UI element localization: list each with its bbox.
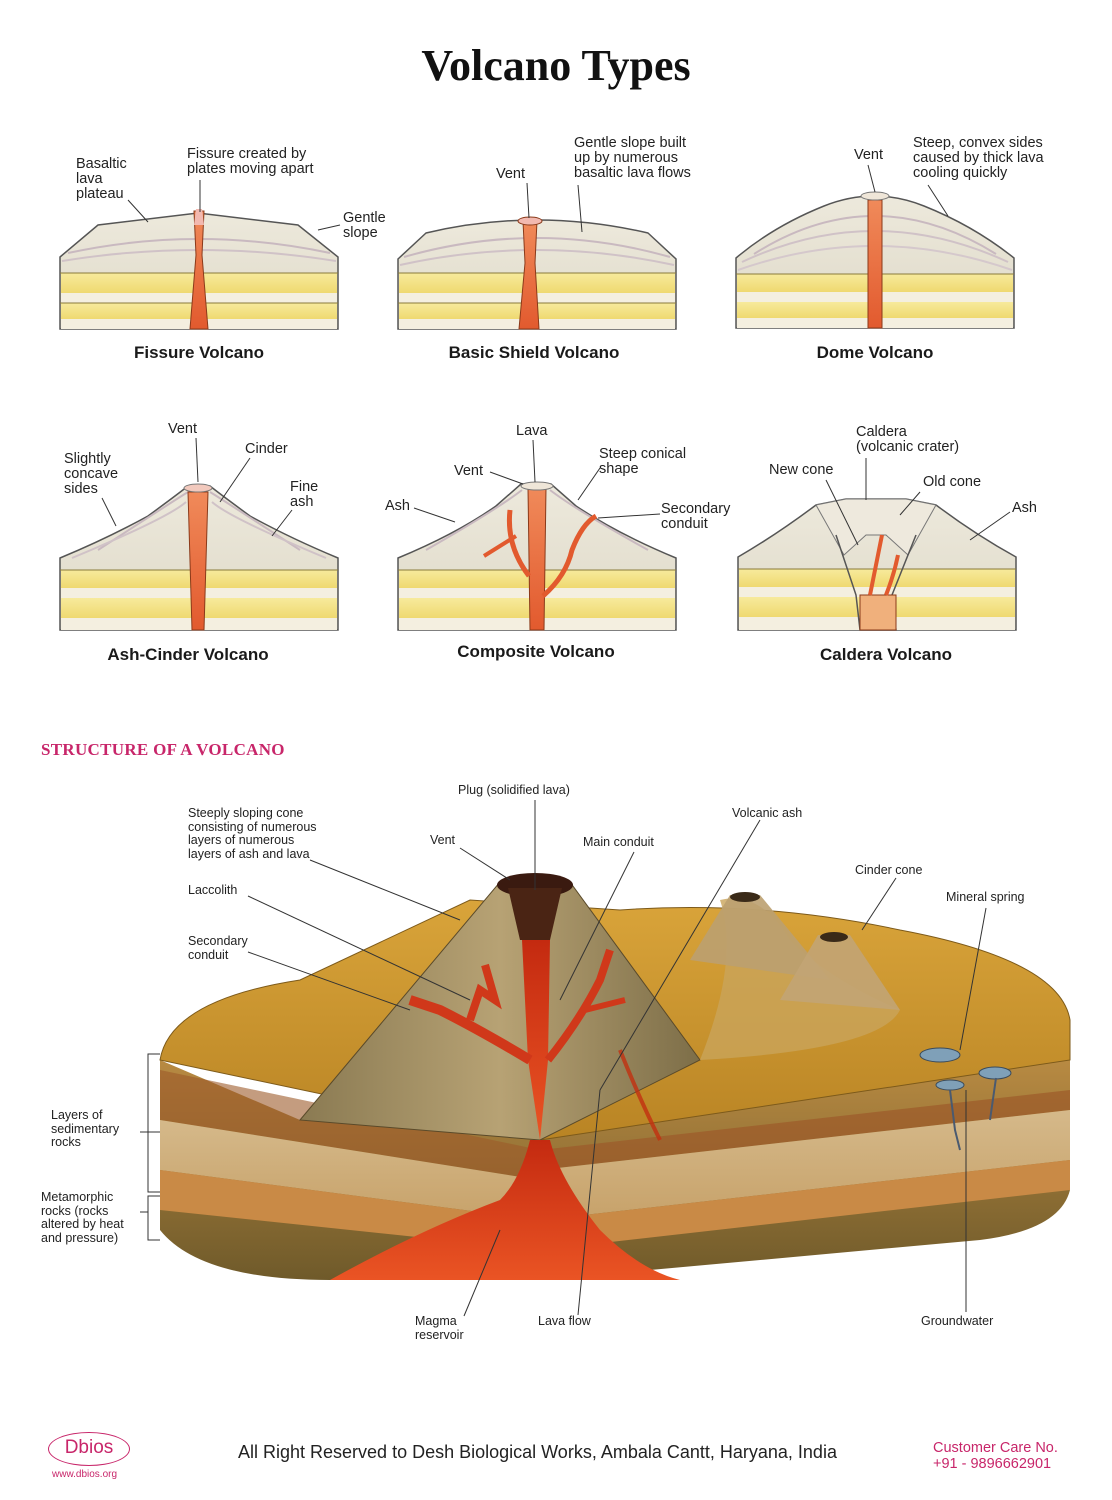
- customer-care-number: +91 - 9896662901: [933, 1456, 1052, 1472]
- ash-cinder-cinder-label: Cinder: [245, 441, 288, 457]
- caldera-caption: Caldera Volcano: [820, 645, 952, 664]
- volcano-structure-diagram: [159, 873, 1071, 1280]
- main-conduit-label: Main conduit: [583, 835, 654, 849]
- vent-label: Vent: [430, 833, 456, 847]
- fissure-caption: Fissure Volcano: [133, 343, 265, 362]
- groundwater-label: Groundwater: [921, 1314, 994, 1328]
- ash-cinder-vent-label: Vent: [168, 421, 198, 437]
- lava-flow-label: Lava flow: [538, 1314, 591, 1328]
- customer-care: Customer Care No. +91 - 9896662901: [933, 1440, 1058, 1472]
- dome-caption: Dome Volcano: [816, 343, 934, 362]
- page-title: Volcano Types: [421, 41, 691, 90]
- shield-leader-lines: [526, 182, 583, 233]
- cinder-cone-label: Cinder cone: [855, 863, 923, 877]
- website-url[interactable]: www.dbios.org: [52, 1469, 118, 1480]
- caldera-new-cone-label: New cone: [769, 462, 834, 478]
- mineral-spring-label: Mineral spring: [946, 890, 1025, 904]
- shield-volcano-diagram: [397, 216, 677, 330]
- shield-vent-label: Vent: [496, 166, 526, 182]
- laccolith-label: Laccolith: [188, 883, 238, 897]
- ash-cinder-volcano-diagram: [59, 483, 339, 631]
- composite-vent-label: Vent: [454, 463, 484, 479]
- dome-vent-label: Vent: [854, 147, 884, 163]
- structure-section-title: STRUCTURE OF A VOLCANO: [41, 740, 285, 759]
- plug-label: Plug (solidified lava): [458, 783, 570, 797]
- ash-cinder-caption: Ash-Cinder Volcano: [107, 645, 269, 664]
- caldera-old-cone-label: Old cone: [923, 474, 982, 490]
- customer-care-label: Customer Care No.: [933, 1440, 1058, 1456]
- caldera-leader-lines: [825, 458, 1011, 546]
- ash-cinder-leader-lines: [101, 437, 293, 537]
- fissure-leader-lines: [127, 180, 341, 231]
- dome-volcano-diagram: [735, 191, 1015, 329]
- fissure-volcano-diagram: [59, 209, 339, 330]
- structure-leader-lines: [140, 800, 987, 1317]
- composite-caption: Composite Volcano: [457, 642, 615, 661]
- composite-lava-label: Lava: [516, 423, 548, 439]
- caldera-volcano-diagram: [737, 498, 1017, 631]
- dome-leader-lines: [867, 164, 949, 217]
- composite-volcano-diagram: [397, 481, 677, 631]
- shield-caption: Basic Shield Volcano: [448, 343, 620, 362]
- caldera-crater-label: Caldera(volcanic crater): [856, 424, 960, 455]
- caldera-ash-label: Ash: [1012, 500, 1037, 516]
- composite-ash-label: Ash: [385, 498, 410, 514]
- copyright-text: All Right Reserved to Desh Biological Wo…: [238, 1442, 837, 1462]
- volcanic-ash-label: Volcanic ash: [732, 806, 803, 820]
- composite-leader-lines: [413, 439, 661, 523]
- dbios-logo: Dbios: [48, 1432, 130, 1466]
